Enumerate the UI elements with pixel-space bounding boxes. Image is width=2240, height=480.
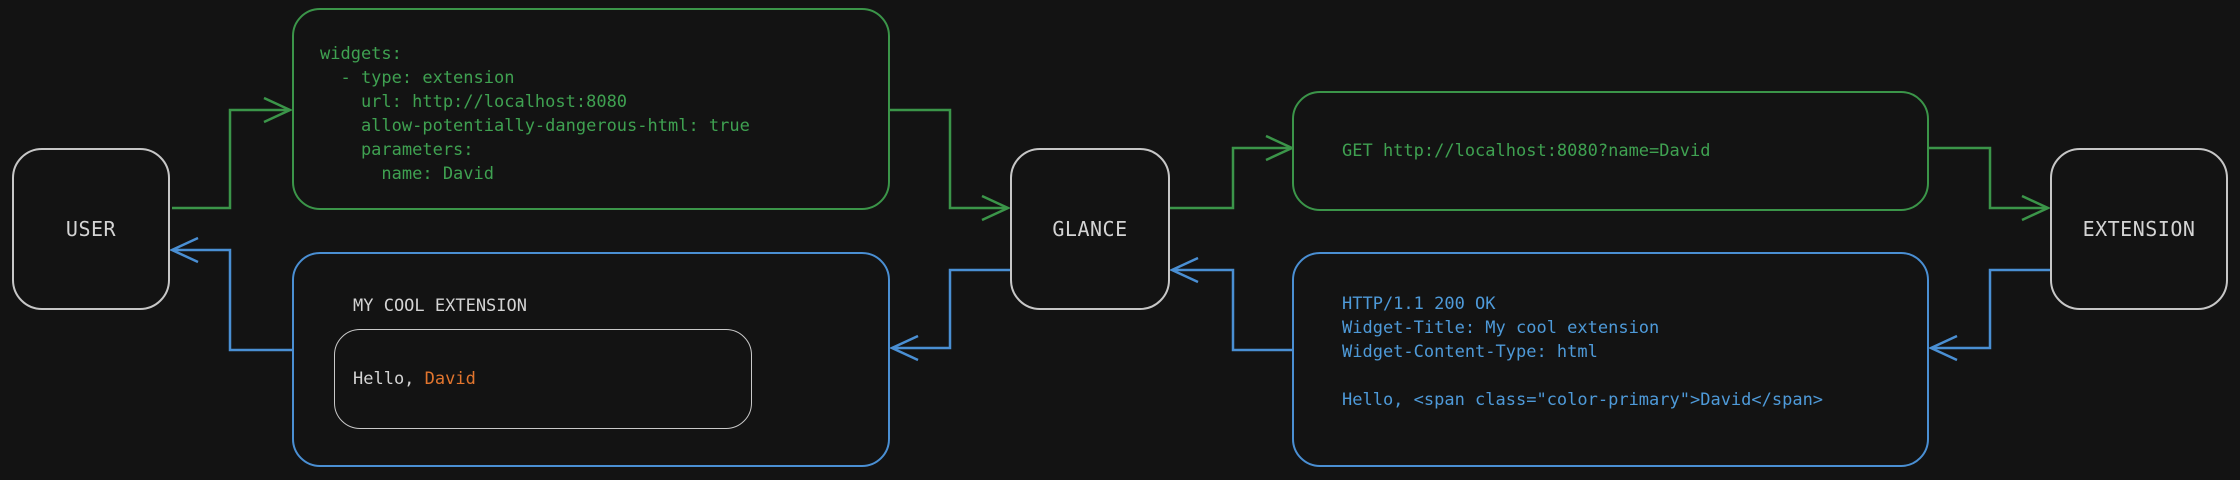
http-request-box: GET http://localhost:8080?name=David [1292, 91, 1929, 211]
arrowhead-right-icon [263, 96, 293, 124]
arrowhead-left-icon [169, 236, 199, 264]
node-glance: GLANCE [1010, 148, 1170, 310]
connector-line [1170, 146, 1292, 210]
node-user-label: USER [65, 217, 117, 241]
arrowhead-right-icon [1265, 134, 1295, 162]
connector-user-to-config [172, 96, 293, 210]
arrowhead-right-icon [981, 194, 1011, 222]
connector-line [1931, 268, 2050, 350]
connector-glance-to-render [889, 268, 1010, 362]
http-response-box: HTTP/1.1 200 OK Widget-Title: My cool ex… [1292, 252, 1929, 467]
rendered-widget-box: MY COOL EXTENSION Hello, David [292, 252, 890, 467]
connector-line [890, 108, 1008, 210]
connector-response-to-glance [1169, 256, 1292, 352]
node-extension-label: EXTENSION [2082, 217, 2196, 241]
arrowhead-left-icon [889, 334, 919, 362]
connector-line [172, 108, 290, 210]
arrowhead-right-icon [2021, 194, 2051, 222]
connector-line [1929, 146, 2048, 210]
config-yaml-code: widgets: - type: extension url: http://l… [320, 44, 750, 184]
node-extension: EXTENSION [2050, 148, 2228, 310]
greeting-prefix: Hello, [353, 369, 425, 389]
arrowhead-left-icon [1169, 256, 1199, 284]
node-user: USER [12, 148, 170, 310]
widget-greeting: Hello, David [335, 369, 476, 389]
http-response-code: HTTP/1.1 200 OK Widget-Title: My cool ex… [1342, 294, 1824, 410]
config-yaml-box: widgets: - type: extension url: http://l… [292, 8, 890, 210]
connector-extension-to-response [1928, 268, 2050, 362]
connector-glance-to-request [1170, 134, 1295, 210]
connector-render-to-user [169, 236, 292, 352]
node-glance-label: GLANCE [1052, 217, 1128, 241]
greeting-name: David [424, 369, 476, 389]
arrowhead-left-icon [1928, 334, 1958, 362]
connector-line [892, 268, 1010, 350]
connector-request-to-extension [1929, 146, 2051, 222]
connector-config-to-glance [890, 108, 1011, 222]
widget-title: MY COOL EXTENSION [353, 296, 527, 316]
widget-frame: Hello, David [334, 329, 752, 429]
connector-line [172, 248, 292, 352]
connector-line [1172, 268, 1292, 352]
http-request-code: GET http://localhost:8080?name=David [1342, 141, 1711, 161]
